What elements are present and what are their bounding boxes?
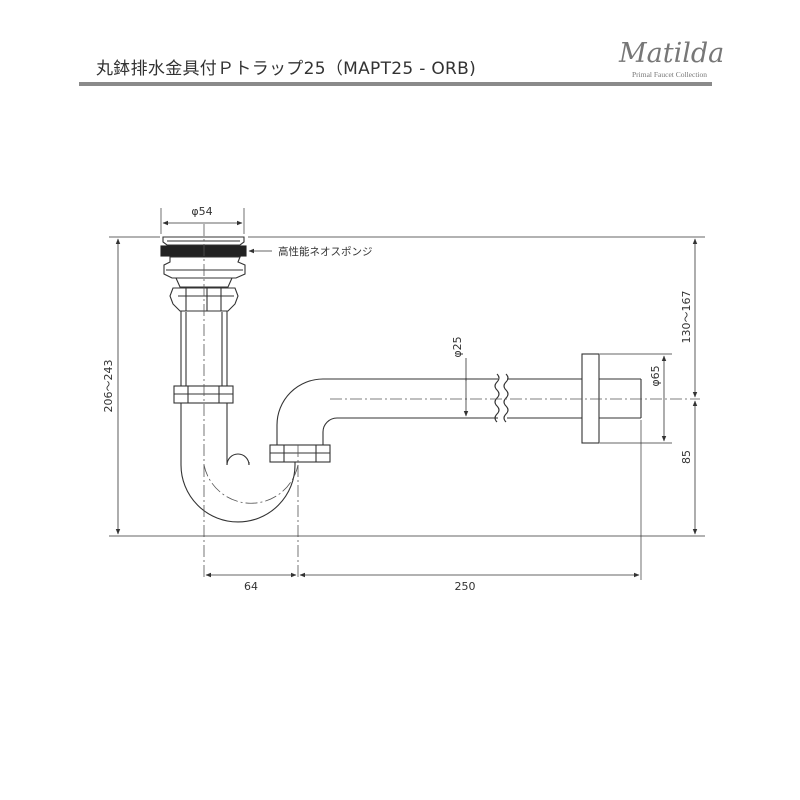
u-bend xyxy=(180,453,296,523)
dim-total-height: 206～243 xyxy=(102,360,115,413)
header-divider xyxy=(79,82,712,86)
dim-trap-width: 64 xyxy=(244,580,258,593)
outlet-bend xyxy=(269,378,498,463)
page-title: 丸鉢排水金具付Ｐトラップ25（MAPT25 - ORB) xyxy=(96,59,477,79)
sponge-gasket xyxy=(160,245,247,257)
center-lines xyxy=(203,224,700,580)
dimension-lines xyxy=(115,220,698,578)
dim-flange-diameter: φ65 xyxy=(649,365,662,386)
wall-flange xyxy=(581,353,600,444)
dim-outlet-height: 85 xyxy=(680,450,693,464)
drain-fitting xyxy=(160,236,247,312)
brand-logo: Matilda xyxy=(619,38,725,69)
sponge-label: 高性能ネオスポンジ xyxy=(278,245,373,258)
dim-top-diameter: φ54 xyxy=(191,205,212,218)
dim-right-height: 130～167 xyxy=(680,291,693,344)
brand-tagline: Primal Faucet Collection xyxy=(632,70,707,79)
dim-outlet-length: 250 xyxy=(455,580,476,593)
tailpiece-pipe xyxy=(173,311,234,465)
dim-pipe-diameter: φ25 xyxy=(451,336,464,357)
outlet-pipe xyxy=(494,353,642,444)
extension-lines xyxy=(109,208,705,580)
